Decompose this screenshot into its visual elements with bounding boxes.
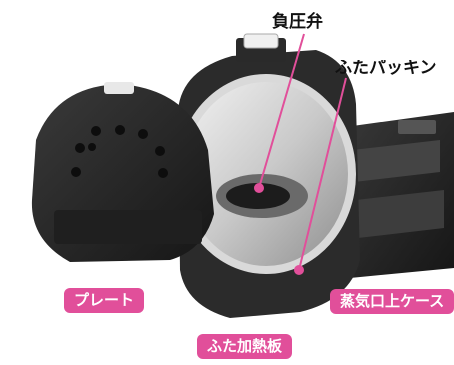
packing-leader-line — [298, 77, 347, 271]
plate-badge: プレート — [64, 288, 145, 313]
lid-heating-plate-badge: ふた加熱板 — [197, 334, 293, 359]
steam-vent-cover-part — [333, 112, 454, 278]
lid-packing-label: ふたパッキン — [335, 60, 437, 77]
plate-part — [31, 82, 215, 262]
steam-vent-cover-badge: 蒸気口上ケース — [330, 289, 454, 314]
lid-heating-plate-part — [176, 33, 360, 318]
valve-leader-line — [258, 33, 305, 189]
negative-pressure-valve-label: 負圧弁 — [272, 12, 323, 32]
